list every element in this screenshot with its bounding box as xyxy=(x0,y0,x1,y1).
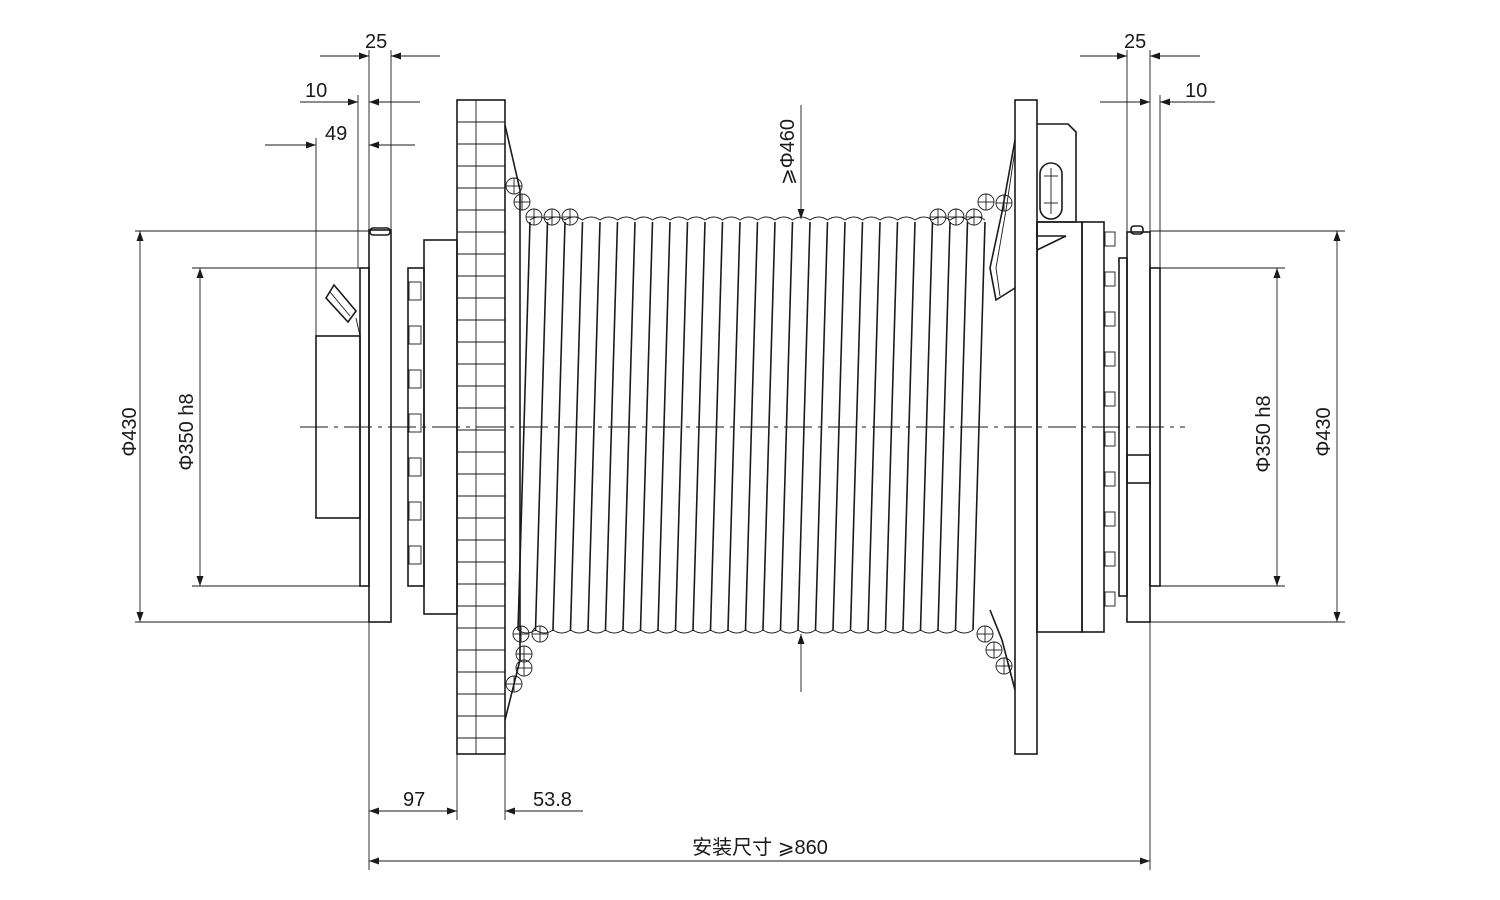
rope-wrap-line xyxy=(604,221,619,631)
dim-10-right-label: 10 xyxy=(1185,80,1207,102)
bolt-head xyxy=(1104,551,1116,567)
bolt-head xyxy=(408,325,422,345)
rope-wrap-line xyxy=(534,221,549,631)
bolt-head xyxy=(1104,391,1116,407)
bolt-head xyxy=(1104,351,1116,367)
rope-wrap-line xyxy=(919,221,934,631)
rope-wrap-line xyxy=(517,221,531,631)
right-flange-slot xyxy=(1039,162,1063,220)
rope-wrap-line xyxy=(639,221,654,631)
left-mounting-flange xyxy=(368,229,392,623)
rope-wrap-line xyxy=(797,221,811,631)
dim-10-left-label: 10 xyxy=(305,80,327,102)
left-motor-assembly xyxy=(315,227,392,623)
dim-d430-right-label: Φ430 xyxy=(1313,407,1335,456)
rope-wrap-line xyxy=(709,221,724,631)
bolt-head xyxy=(1104,511,1116,527)
left-drum-flange xyxy=(456,99,506,755)
bolt-head xyxy=(408,369,422,389)
rope-wrap-line xyxy=(744,221,759,631)
rope-drum xyxy=(504,124,1013,721)
dim-49-label: 49 xyxy=(325,123,347,145)
dim-right-diameters: Φ350 h8 Φ430 xyxy=(1150,230,1345,623)
rope-wrap-line xyxy=(552,221,566,631)
rope-wrap-line xyxy=(954,221,969,631)
rope-wrap-line xyxy=(657,221,671,631)
bolt-head xyxy=(1104,431,1116,447)
dim-install-length-label: 安装尺寸 ⩾860 xyxy=(692,836,828,859)
bolt-head xyxy=(1104,271,1116,287)
bolt-head xyxy=(1104,591,1116,607)
bolt-head xyxy=(408,545,422,565)
rope-wrap-line xyxy=(674,221,689,631)
rope-wrap-line xyxy=(972,221,986,631)
rope-wrap-line xyxy=(587,221,601,631)
bolt-head xyxy=(1104,231,1116,247)
dim-97-label: 97 xyxy=(403,789,425,811)
dim-left-diameters: Φ430 Φ350 h8 xyxy=(119,230,369,623)
dim-d350-right-label: Φ350 h8 xyxy=(1253,395,1275,472)
dim-bottom: 97 53.8 安装尺寸 ⩾860 xyxy=(368,622,1151,870)
right-gearbox xyxy=(1036,221,1161,633)
rope-wrap-line xyxy=(622,221,636,631)
bolt-head xyxy=(1104,311,1116,327)
left-flange-pin xyxy=(369,227,391,236)
rope-wrap-line xyxy=(832,221,846,631)
rope-wrap-line xyxy=(814,221,829,631)
dim-25-left-label: 25 xyxy=(365,31,387,53)
rope-wrap-line xyxy=(692,221,706,631)
rope-wrap-line xyxy=(902,221,916,631)
rope-wrap-line xyxy=(937,221,951,631)
rope-wrap-line xyxy=(849,221,864,631)
bolt-head xyxy=(408,457,422,477)
rope-wrap-line xyxy=(762,221,776,631)
bolt-head xyxy=(408,413,422,433)
left-connector-plug xyxy=(325,283,358,324)
bolt-head xyxy=(408,281,422,301)
right-flange-pin xyxy=(1130,225,1144,235)
dim-top-left: 25 10 49 xyxy=(265,31,440,336)
dim-d460-label: ⩾Φ460 xyxy=(777,119,799,185)
rope-wrap-line xyxy=(569,221,584,631)
bolt-head xyxy=(408,501,422,521)
rope-wrap-line xyxy=(867,221,881,631)
right-adapter-plate xyxy=(1149,267,1161,587)
rope-wrap-line xyxy=(884,221,899,631)
dim-25-right-label: 25 xyxy=(1124,31,1146,53)
dim-top-right: 25 10 xyxy=(1080,31,1215,268)
right-drum-flange xyxy=(989,99,1077,755)
dim-d430-left-label: Φ430 xyxy=(119,407,141,456)
dim-d350-left-label: Φ350 h8 xyxy=(176,393,198,470)
bolt-head xyxy=(1104,471,1116,487)
rope-wrap-line xyxy=(779,221,794,631)
dim-drum-diameter: ⩾Φ460 xyxy=(777,105,805,692)
dim-53-8-label: 53.8 xyxy=(533,789,572,811)
rope-wrap-line xyxy=(727,221,741,631)
